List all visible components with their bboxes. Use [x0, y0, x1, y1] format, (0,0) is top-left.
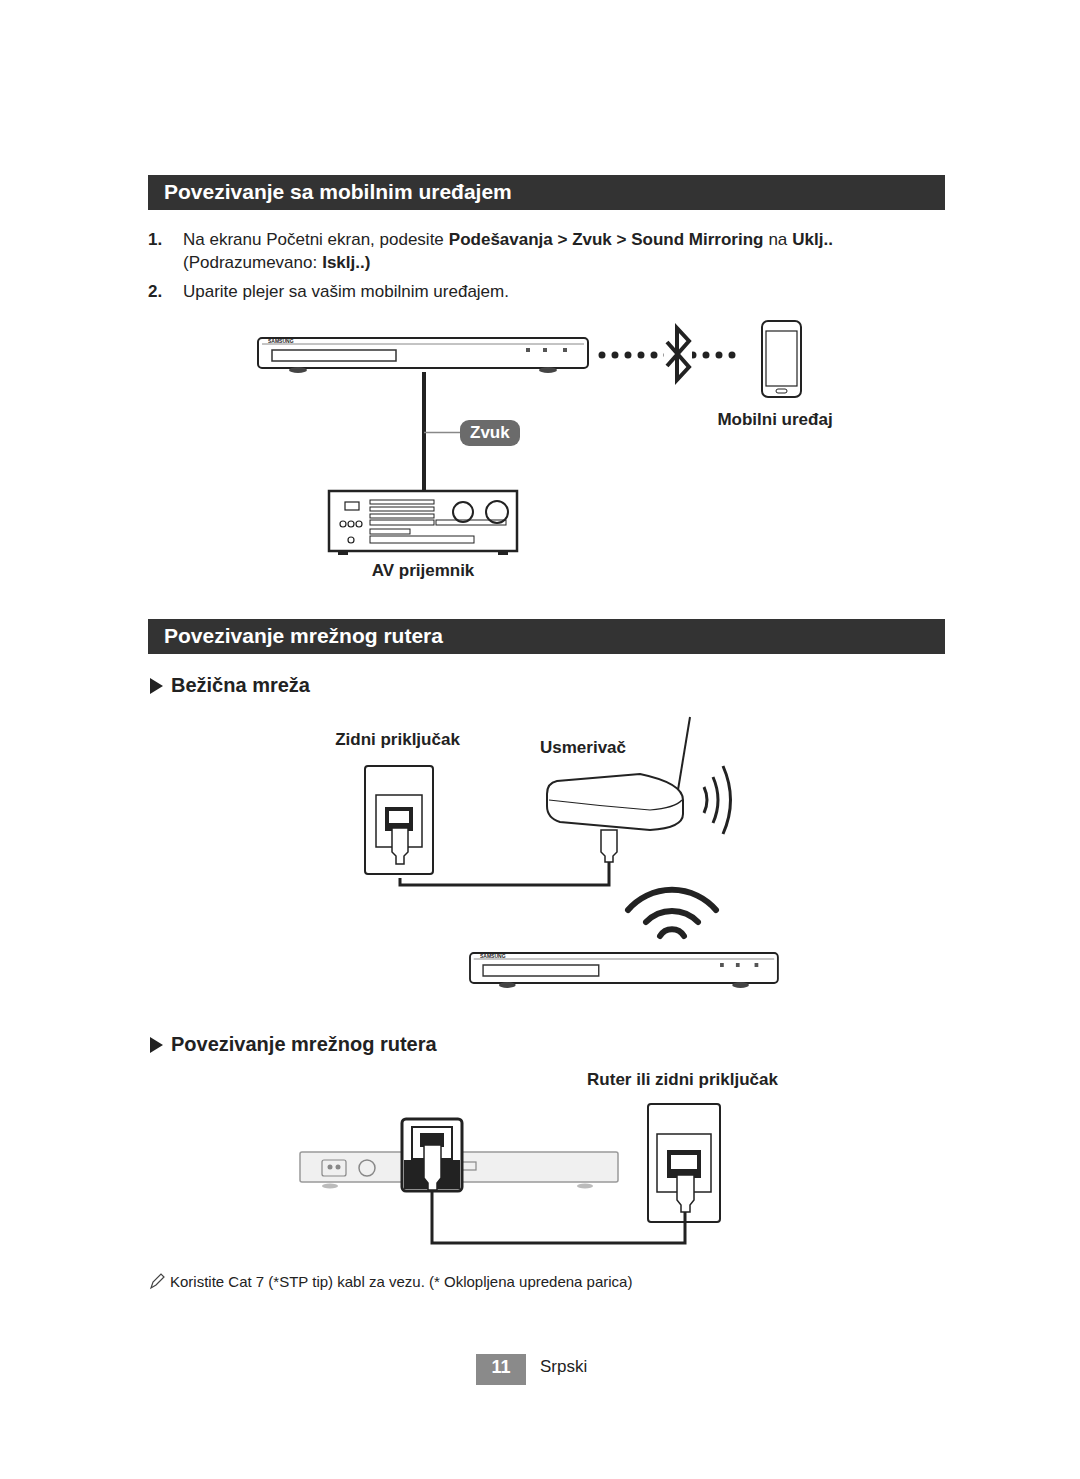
edge-label: Zvuk [460, 420, 520, 446]
node-label: Povezivanje sa mobilnim uređajem [164, 180, 512, 204]
node-label: Povezivanje mrežnog rutera [164, 624, 443, 648]
text-label: 11 [476, 1357, 526, 1378]
bluray-player: SAMSUNG [258, 338, 588, 372]
text-label: Isklj..) [322, 253, 370, 273]
text-label: Koristite Cat 7 (*STP tip) kabl za vezu.… [170, 1273, 632, 1290]
text-label: Uparite plejer sa vašim mobilnim uređaje… [183, 282, 509, 302]
text-label: Na ekranu Početni ekran, podesite [183, 230, 444, 250]
router: Usmerivač [540, 712, 700, 832]
text-label: Podešavanja > Zvuk > Sound Mirroring [449, 230, 764, 250]
text-label: na [768, 230, 787, 250]
section-band: Povezivanje sa mobilnim uređajem [148, 175, 945, 210]
text-line: 2. [148, 282, 167, 302]
text-label: (Podrazumevano: [183, 253, 317, 273]
wall-jack: Zidni priključak [330, 728, 465, 878]
node-label: Usmerivač [540, 738, 626, 758]
section-band: Povezivanje mrežnog rutera [148, 619, 945, 654]
text-label: 1. [148, 230, 162, 250]
text-line: 11 [476, 1357, 526, 1378]
node-label: Mobilni uređaj [715, 410, 835, 430]
text-label: Povezivanje mrežnog rutera [171, 1033, 437, 1056]
node-label: SAMSUNG [480, 953, 506, 959]
node-label: AV prijemnik [329, 561, 517, 581]
node-label: Zidni priključak [330, 730, 465, 750]
text-line: Bežična mreža [171, 674, 315, 697]
text-line: Srpski [540, 1357, 592, 1377]
text-line: Koristite Cat 7 (*STP tip) kabl za vezu.… [170, 1273, 637, 1290]
mobile-device: Mobilni uređaj [715, 318, 835, 432]
text-line: 1. [148, 230, 167, 250]
bluray-player: SAMSUNG [470, 953, 778, 987]
wall-jack-or-router: Ruter ili zidni priključak [575, 1068, 790, 1224]
text-label: Bežična mreža [171, 674, 310, 697]
node-label: SAMSUNG [268, 338, 294, 344]
text-label: 2. [148, 282, 162, 302]
text-label: Srpski [540, 1357, 587, 1377]
text-line: Povezivanje mrežnog rutera [171, 1033, 442, 1056]
connector [422, 372, 426, 491]
node-label: Ruter ili zidni priključak [575, 1070, 790, 1090]
text-line: (Podrazumevano:Isklj..) [183, 253, 375, 273]
text-line: Uparite plejer sa vašim mobilnim uređaje… [183, 282, 514, 302]
text-line: Na ekranu Početni ekran, podesitePodešav… [183, 230, 838, 250]
text-label: Uklj.. [792, 230, 833, 250]
leader-line [424, 432, 460, 434]
av-receiver: AV prijemnik [329, 491, 517, 583]
